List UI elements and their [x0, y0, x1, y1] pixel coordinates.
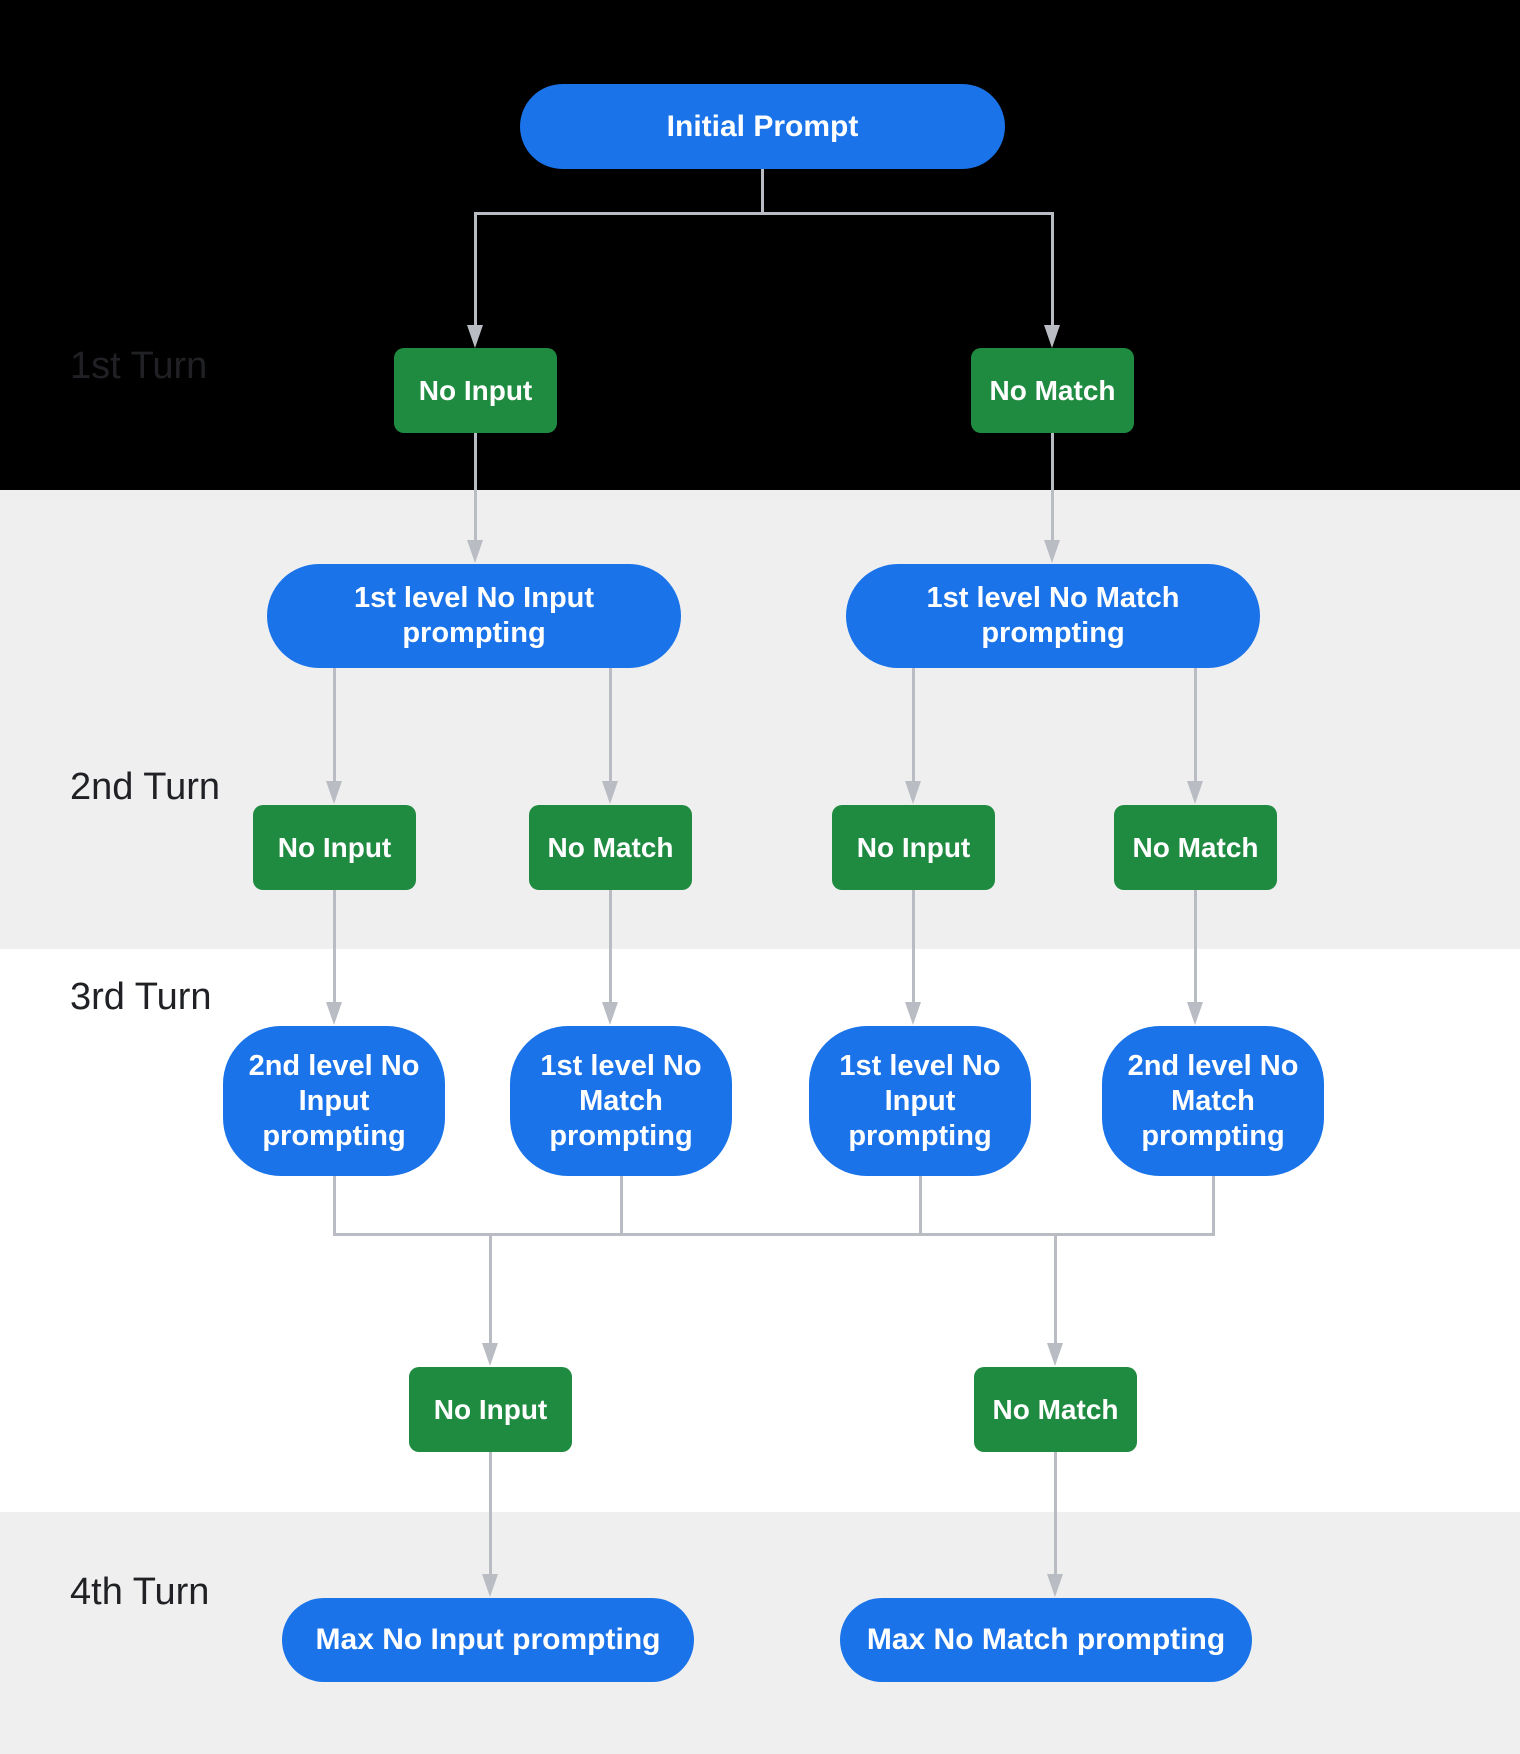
connector-line	[760, 169, 764, 214]
connector-line	[1193, 890, 1197, 1003]
arrow-down-icon	[1047, 1343, 1063, 1366]
connector-line	[608, 890, 612, 1003]
arrow-down-icon	[1044, 325, 1060, 348]
connector-line	[619, 1176, 623, 1235]
connector-line	[911, 668, 915, 782]
connector-line	[488, 1452, 492, 1576]
turn1-label: 1st Turn	[70, 345, 208, 387]
connector-line	[1053, 1452, 1057, 1576]
arrow-down-icon	[467, 540, 483, 563]
connector-line	[332, 668, 336, 782]
arrow-down-icon	[905, 1002, 921, 1025]
node-initial-prompt: Initial Prompt	[520, 84, 1005, 169]
arrow-down-icon	[1047, 1574, 1063, 1597]
arrow-down-icon	[1187, 1002, 1203, 1025]
node-turn2-no-match-1: No Match	[529, 805, 692, 890]
connector-line	[332, 890, 336, 1003]
arrow-down-icon	[602, 1002, 618, 1025]
arrow-down-icon	[1187, 781, 1203, 804]
node-turn1-no-input: No Input	[394, 348, 557, 433]
arrow-down-icon	[905, 781, 921, 804]
node-turn3-no-match: No Match	[974, 1367, 1137, 1452]
turn2-label: 2nd Turn	[70, 766, 220, 808]
node-turn3-no-input: No Input	[409, 1367, 572, 1452]
arrow-down-icon	[482, 1343, 498, 1366]
connector-line	[473, 211, 1054, 215]
arrow-down-icon	[326, 1002, 342, 1025]
connector-line	[608, 668, 612, 782]
node-max-no-input-prompting: Max No Input prompting	[282, 1598, 694, 1682]
arrow-down-icon	[602, 781, 618, 804]
connector-line	[911, 890, 915, 1003]
connector-line	[918, 1176, 922, 1235]
arrow-down-icon	[1044, 540, 1060, 563]
turn3-label: 3rd Turn	[70, 976, 212, 1018]
arrow-down-icon	[467, 325, 483, 348]
connector-line	[1050, 211, 1054, 327]
node-turn2-no-input-2: No Input	[832, 805, 995, 890]
band-turn1	[0, 0, 1520, 490]
arrow-down-icon	[326, 781, 342, 804]
connector-line	[473, 211, 477, 327]
connector-line	[332, 1232, 1215, 1236]
node-2nd-level-no-input-prompting: 2nd level No Input prompting	[223, 1026, 445, 1176]
band-turn4	[0, 1512, 1520, 1754]
band-turn2	[0, 490, 1520, 949]
node-1st-level-no-input-prompting: 1st level No Input prompting	[267, 564, 681, 668]
node-max-no-match-prompting: Max No Match prompting	[840, 1598, 1252, 1682]
connector-line	[1193, 668, 1197, 782]
node-turn2-no-match-2: No Match	[1114, 805, 1277, 890]
node-1st-level-no-input-prompting-2: 1st level No Input prompting	[809, 1026, 1031, 1176]
arrow-down-icon	[482, 1574, 498, 1597]
connector-line	[1050, 433, 1054, 541]
connector-line	[332, 1176, 336, 1235]
node-1st-level-no-match-prompting-2: 1st level No Match prompting	[510, 1026, 732, 1176]
node-turn2-no-input-1: No Input	[253, 805, 416, 890]
connector-line	[488, 1232, 492, 1345]
connector-line	[473, 433, 477, 541]
connector-line	[1053, 1232, 1057, 1345]
node-2nd-level-no-match-prompting: 2nd level No Match prompting	[1102, 1026, 1324, 1176]
node-1st-level-no-match-prompting: 1st level No Match prompting	[846, 564, 1260, 668]
connector-line	[1211, 1176, 1215, 1235]
node-turn1-no-match: No Match	[971, 348, 1134, 433]
turn4-label: 4th Turn	[70, 1571, 210, 1613]
